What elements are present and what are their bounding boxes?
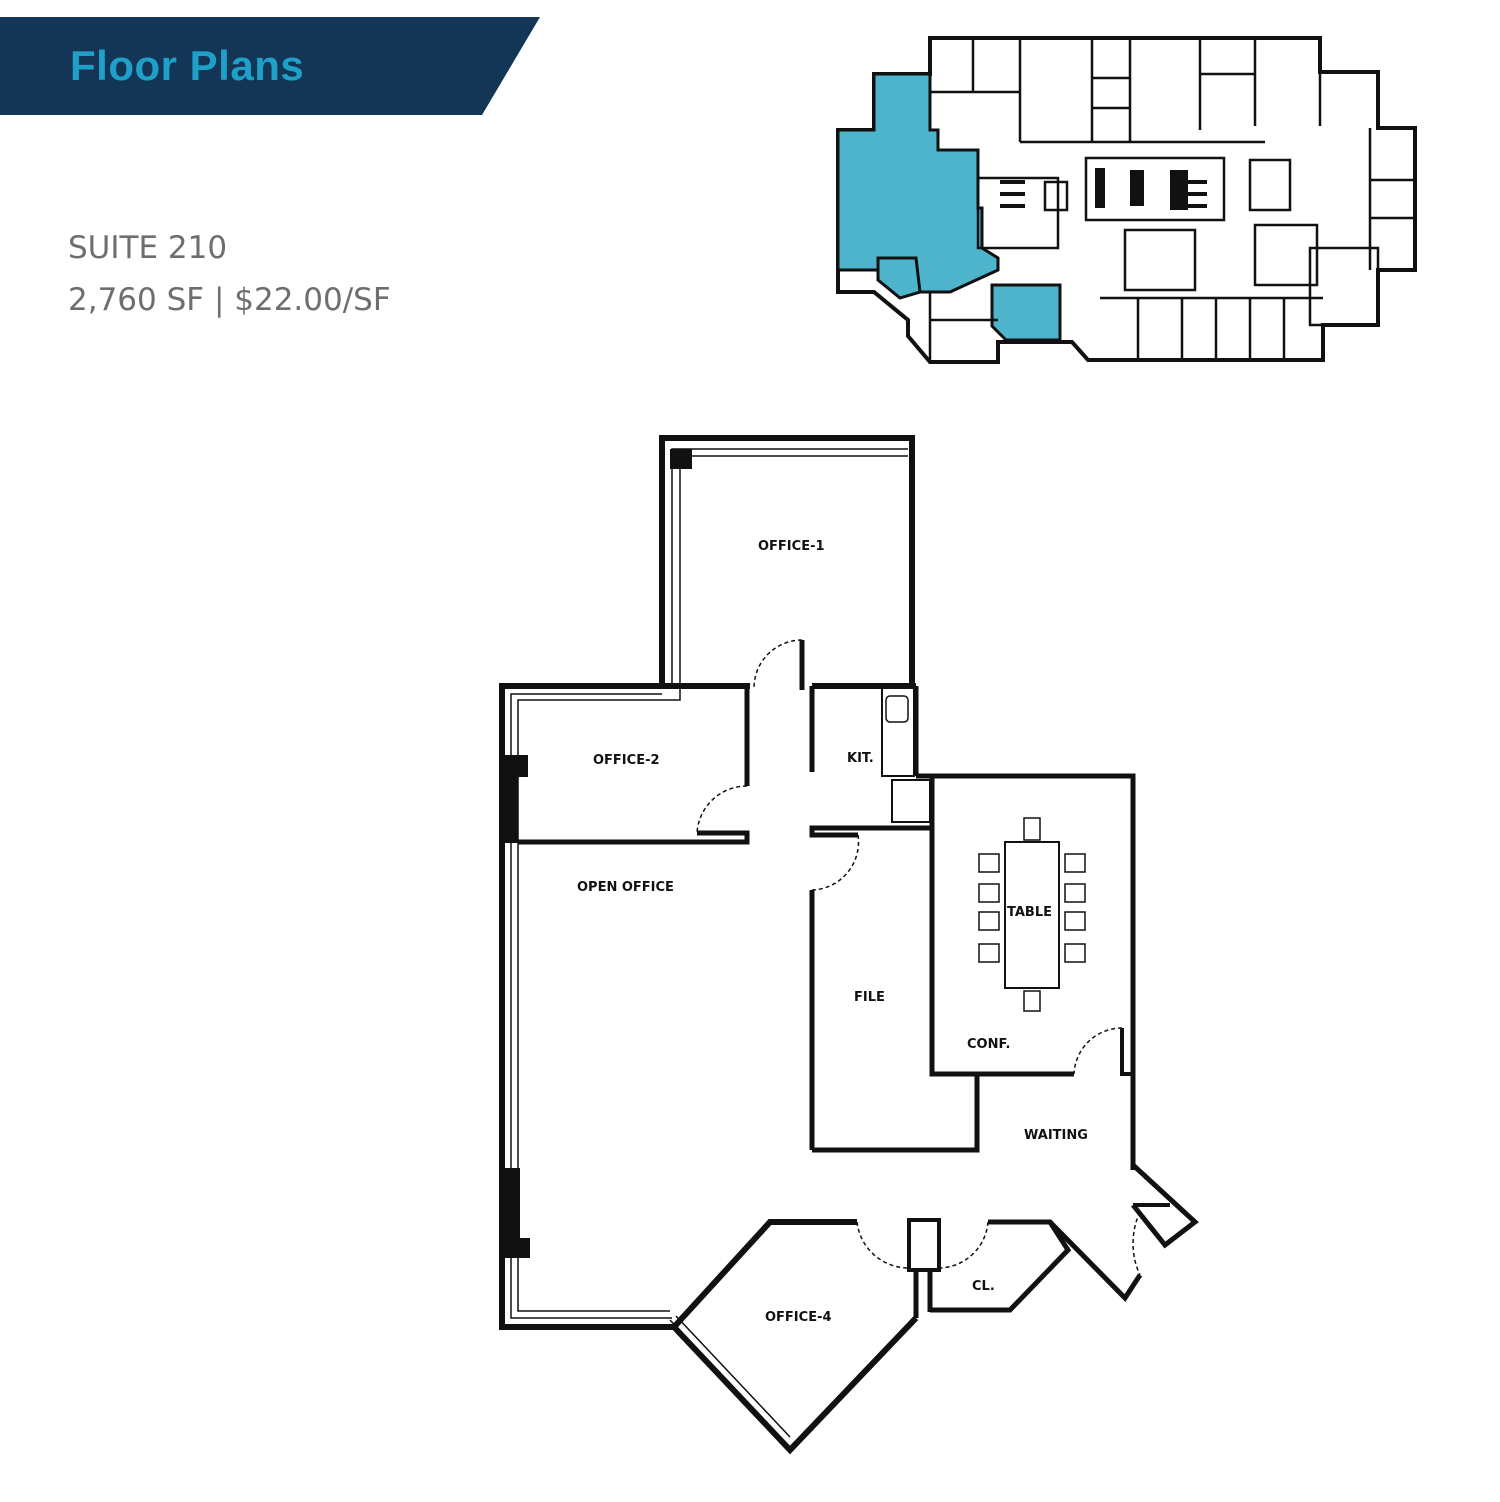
suite-details: 2,760 SF | $22.00/SF <box>68 282 391 318</box>
room-label-kitchen: KIT. <box>847 751 874 766</box>
room-label-open-office: OPEN OFFICE <box>577 880 674 895</box>
room-label-office-2: OFFICE-2 <box>593 753 660 768</box>
room-label-office-1: OFFICE-1 <box>758 539 825 554</box>
page-title: Floor Plans <box>70 42 305 89</box>
room-label-closet: CL. <box>972 1279 995 1294</box>
room-label-conference: CONF. <box>967 1037 1011 1052</box>
suite-name: SUITE 210 <box>68 230 228 266</box>
header-banner <box>0 17 540 115</box>
room-label-waiting: WAITING <box>1024 1128 1088 1143</box>
room-label-table: TABLE <box>1007 905 1052 920</box>
room-label-file: FILE <box>854 990 885 1005</box>
suite-info: SUITE 210 2,760 SF | $22.00/SF <box>68 222 391 326</box>
key-plan-map <box>836 36 1417 364</box>
room-label-office-4: OFFICE-4 <box>765 1310 832 1325</box>
